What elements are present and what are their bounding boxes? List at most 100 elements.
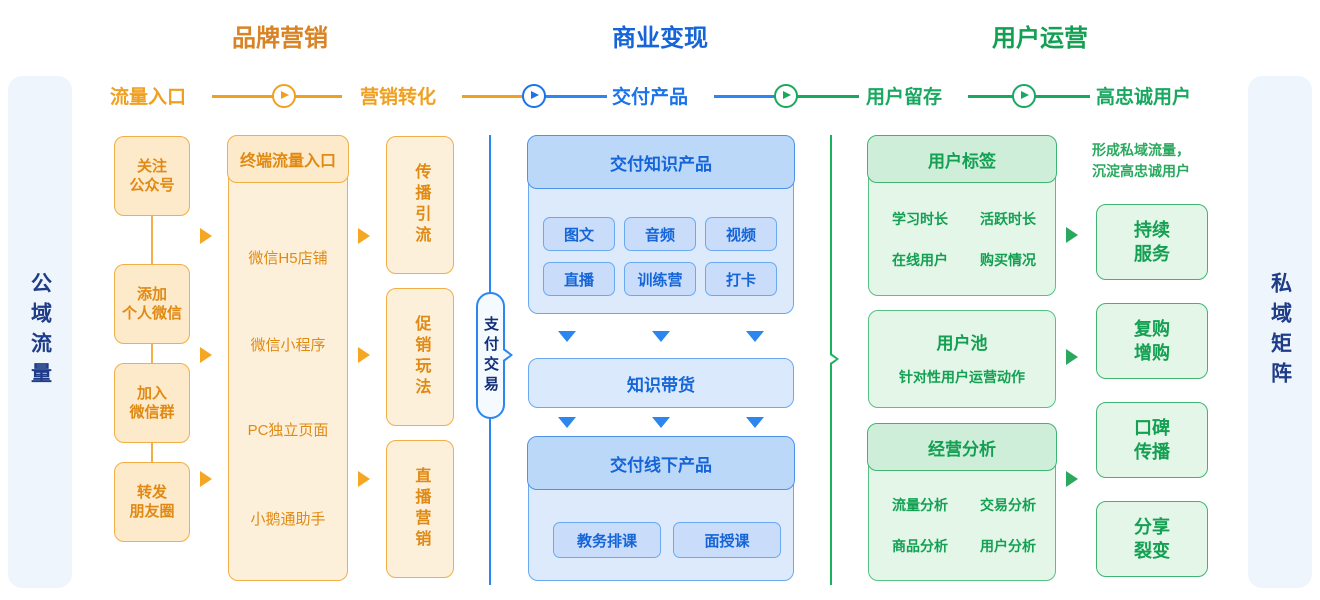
outcome-line2: 增购 — [1134, 343, 1170, 363]
arrow-down-icon-ks-3 — [746, 417, 764, 428]
offline-tag-in-person-class[interactable]: 面授课 — [673, 522, 781, 558]
user-pool-panel: 用户池 针对性用户运营动作 — [868, 310, 1056, 408]
entry-step-line2: 个人微信 — [121, 305, 182, 322]
outcome-line2: 裂变 — [1134, 541, 1170, 561]
private-domain-rail: 私域矩阵 — [1248, 76, 1312, 588]
arrow-down-icon-ks-2 — [652, 417, 670, 428]
knowledge-tag-checkin[interactable]: 打卡 — [705, 262, 777, 296]
arrow-right-icon-conv-1 — [358, 228, 370, 244]
entry-connector-line-1 — [151, 215, 153, 265]
arrow-right-icon-conv-3 — [358, 471, 370, 487]
entry-step-line1: 添加 — [136, 285, 167, 303]
outcome-box-continuous-service[interactable]: 持续服务 — [1096, 204, 1208, 280]
arrow-down-icon-ks-1 — [558, 417, 576, 428]
payment-transaction-label: 支付交易 — [482, 315, 499, 396]
user-tag-item-online-users[interactable]: 在线用户 — [892, 252, 948, 268]
private-domain-note: 形成私域流量， 沉淀高忠诚用户 — [1092, 140, 1242, 182]
conversion-box-spread-traffic[interactable]: 传播引流 — [386, 136, 454, 274]
entry-step-line2: 公众号 — [129, 177, 175, 194]
terminal-traffic-item-wechat-miniprogram[interactable]: 微信小程序 — [250, 337, 326, 354]
entry-step-line1: 关注 — [136, 157, 167, 175]
payment-transaction-badge[interactable]: 支付交易 — [476, 292, 505, 419]
business-analysis-panel: 经营分析 流量分析 交易分析 商品分析 用户分析 — [867, 423, 1057, 581]
arrow-right-icon-entry-3 — [200, 471, 212, 487]
payment-badge-notch-inner-icon — [503, 350, 510, 360]
entry-step-line2: 微信群 — [129, 404, 175, 421]
outcome-box-word-of-mouth[interactable]: 口碑传播 — [1096, 402, 1208, 478]
outcome-box-share-fission[interactable]: 分享裂变 — [1096, 501, 1208, 577]
arrow-down-icon-kp-2 — [652, 331, 670, 342]
stage-label-deliver-product: 交付产品 — [612, 87, 689, 108]
outcome-line1: 复购 — [1134, 318, 1170, 339]
entry-step-line2: 朋友圈 — [129, 503, 175, 520]
entry-step-line1: 转发 — [136, 483, 167, 501]
stage-label-user-retention: 用户留存 — [866, 87, 943, 108]
stage-connector-play-icon-2 — [522, 84, 546, 108]
knowledge-tag-video[interactable]: 视频 — [705, 217, 777, 251]
analysis-item-user[interactable]: 用户分析 — [980, 538, 1036, 554]
stage-connector-2a — [462, 95, 524, 98]
stage-connector-play-icon-4 — [1012, 84, 1036, 108]
stage-label-traffic-entry: 流量入口 — [110, 87, 187, 108]
section-title-user-ops: 用户运营 — [992, 25, 1088, 52]
arrow-down-icon-kp-1 — [558, 331, 576, 342]
arrow-right-icon-outcome-1 — [1066, 227, 1078, 243]
knowledge-product-panel: 交付知识产品 图文 音频 视频 直播 训练营 打卡 — [527, 135, 795, 314]
knowledge-tag-graphic-text[interactable]: 图文 — [543, 217, 615, 251]
outcome-line1: 持续 — [1134, 219, 1170, 240]
conversion-box-promotion-play[interactable]: 促销玩法 — [386, 288, 454, 426]
stage-connector-2b — [545, 95, 607, 98]
outcome-line2: 传播 — [1134, 442, 1170, 462]
entry-step-add-personal-wechat[interactable]: 添加个人微信 — [114, 264, 190, 344]
terminal-traffic-item-wechat-h5-shop[interactable]: 微信H5店铺 — [248, 250, 328, 267]
stage-label-marketing-conversion: 营销转化 — [360, 87, 437, 108]
user-tag-item-active-duration[interactable]: 活跃时长 — [980, 211, 1036, 227]
user-pool-panel-sub: 针对性用户运营动作 — [899, 369, 1025, 385]
public-domain-rail: 公域流量 — [8, 76, 72, 588]
section-title-commercial: 商业变现 — [612, 25, 708, 52]
user-tag-panel: 用户标签 学习时长 活跃时长 在线用户 购买情况 — [867, 135, 1057, 296]
analysis-item-traffic[interactable]: 流量分析 — [892, 497, 948, 513]
knowledge-tag-audio[interactable]: 音频 — [624, 217, 696, 251]
arrow-right-icon-entry-2 — [200, 347, 212, 363]
outcome-line1: 口碑 — [1134, 417, 1170, 438]
entry-step-follow-official-account[interactable]: 关注公众号 — [114, 136, 190, 216]
section-title-brand-marketing: 品牌营销 — [232, 25, 328, 52]
terminal-traffic-panel-header: 终端流量入口 — [227, 135, 349, 184]
arrow-right-icon-entry-1 — [200, 228, 212, 244]
private-domain-note-line2: 沉淀高忠诚用户 — [1092, 163, 1190, 179]
private-domain-rail-label: 私域矩阵 — [1268, 272, 1292, 392]
outcome-box-repurchase-upsell[interactable]: 复购增购 — [1096, 303, 1208, 379]
business-analysis-panel-header: 经营分析 — [867, 423, 1057, 472]
knowledge-selling-box[interactable]: 知识带货 — [528, 358, 794, 408]
knowledge-tag-live[interactable]: 直播 — [543, 262, 615, 296]
terminal-traffic-panel: 终端流量入口 微信H5店铺 微信小程序 PC独立页面 小鹅通助手 — [227, 135, 349, 581]
stage-connector-3b — [797, 95, 859, 98]
analysis-item-trade[interactable]: 交易分析 — [980, 497, 1036, 513]
offline-product-panel: 交付线下产品 教务排课 面授课 — [527, 436, 795, 581]
public-domain-rail-label: 公域流量 — [28, 272, 52, 392]
offline-tag-course-scheduling[interactable]: 教务排课 — [553, 522, 661, 558]
arrow-right-icon-outcome-3 — [1066, 471, 1078, 487]
entry-step-line1: 加入 — [136, 384, 167, 402]
user-tag-item-purchase-status[interactable]: 购买情况 — [980, 252, 1036, 268]
user-ops-divider-notch-inner-icon — [830, 355, 836, 363]
user-tag-item-learn-duration[interactable]: 学习时长 — [892, 211, 948, 227]
stage-connector-3a — [714, 95, 776, 98]
entry-step-join-wechat-group[interactable]: 加入微信群 — [114, 363, 190, 443]
terminal-traffic-item-xiaoetong-assistant[interactable]: 小鹅通助手 — [250, 511, 326, 528]
outcome-line2: 服务 — [1134, 244, 1170, 264]
entry-step-share-moments[interactable]: 转发朋友圈 — [114, 462, 190, 542]
analysis-item-product[interactable]: 商品分析 — [892, 538, 948, 554]
private-domain-note-line1: 形成私域流量， — [1092, 142, 1190, 158]
arrow-right-icon-conv-2 — [358, 347, 370, 363]
stage-connector-play-icon-1 — [272, 84, 296, 108]
conversion-box-live-marketing[interactable]: 直播营销 — [386, 440, 454, 578]
stage-connector-play-icon-3 — [774, 84, 798, 108]
terminal-traffic-item-pc-standalone-page[interactable]: PC独立页面 — [247, 422, 329, 439]
offline-product-header: 交付线下产品 — [527, 436, 795, 491]
outcome-line1: 分享 — [1134, 516, 1170, 537]
arrow-down-icon-kp-3 — [746, 331, 764, 342]
knowledge-tag-training-camp[interactable]: 训练营 — [624, 262, 696, 296]
stage-label-high-loyalty-user: 高忠诚用户 — [1096, 87, 1192, 108]
